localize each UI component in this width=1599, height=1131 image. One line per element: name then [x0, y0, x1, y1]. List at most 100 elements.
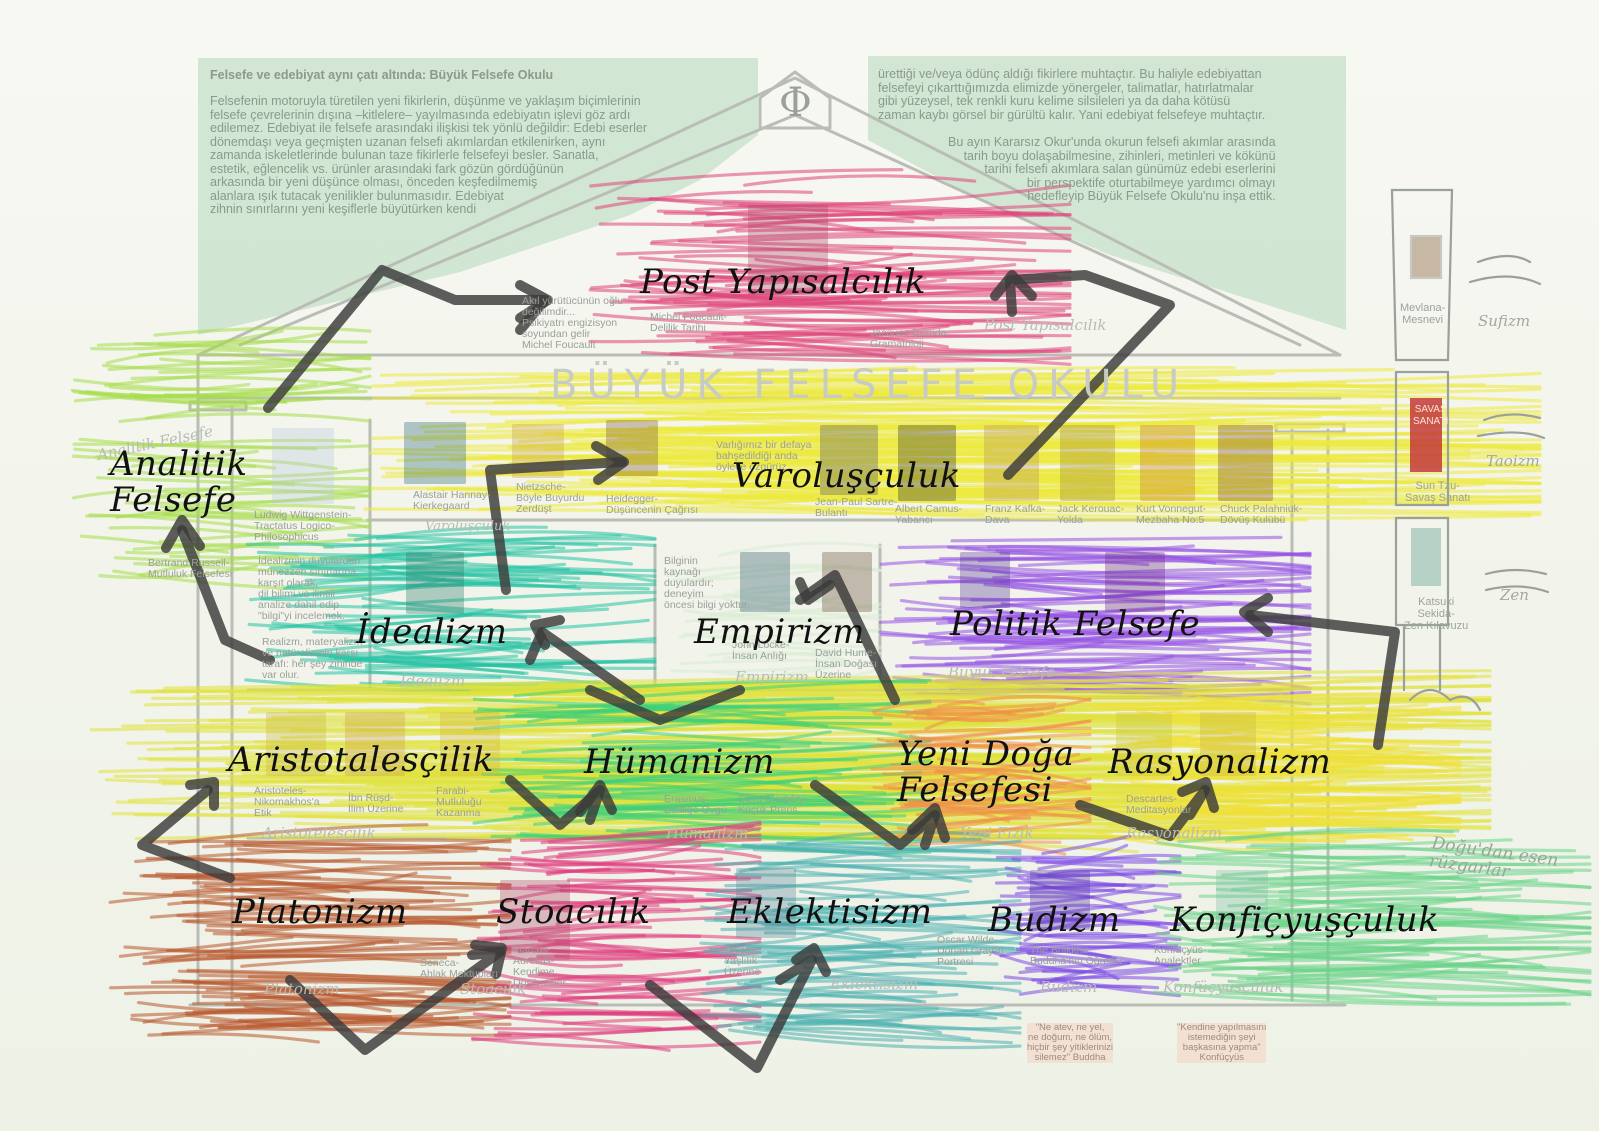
- phi-emblem: Φ: [779, 80, 812, 126]
- book-cover-7: [1060, 425, 1115, 501]
- book-cover-11: [406, 552, 464, 614]
- note-foucault: Akıl yürütücünün oğlu değilimdir... Psik…: [522, 295, 623, 351]
- label-idealizm: İdealizm: [356, 612, 508, 652]
- book-foucault: Michel Foucault- Delilik Tarihi: [650, 311, 728, 334]
- book-cover-12: [740, 552, 790, 612]
- label-analitik-felsefe: Analitik Felsefe: [110, 444, 248, 520]
- right-text-panel: [868, 56, 1346, 330]
- label-yeni-doga: Yeni Doğa Felsefesi: [897, 734, 1075, 810]
- book-kafka: Franz Kafka- Dava: [985, 503, 1046, 526]
- book-kierkegaard: Alastair Hannay- Kierkegaard: [413, 489, 491, 512]
- scribble-idealizm: [244, 525, 657, 693]
- intro-body-right: ürettiği ve/veya ödünç aldığı fikirlere …: [878, 67, 1266, 122]
- side-cover-mevlana: [1409, 234, 1443, 280]
- book-cover-9: [1218, 425, 1273, 501]
- school-scribbles: [70, 168, 1592, 1052]
- book-cover-5: [898, 425, 956, 501]
- intro-body-right-2: Bu ayın Kararsız Okur'unda okurun felsef…: [948, 135, 1276, 203]
- banner-buyuk: Büyük Felsefe: [948, 663, 1055, 681]
- head-post-loop: [990, 270, 1037, 301]
- quote-konfucyus: "Kendine yapılmasını istemediğin şeyi ba…: [1177, 1022, 1267, 1063]
- intro-title: Felsefe ve edebiyat aynı çatı altında: B…: [210, 68, 554, 82]
- book-aristoteles: Aristoteles- Nikomakhos'a Etik: [254, 785, 320, 819]
- scribble-post-yapisalcilik: [588, 168, 1072, 366]
- building-title: BÜYÜK FELSEFE OKULU: [550, 362, 1189, 408]
- book-cicero: Cicero- Yaşlılık Üzerine: [724, 944, 761, 978]
- label-rasyonalizm: Rasyonalizm: [1108, 742, 1332, 782]
- banner-post: Post Yapısalcılık: [984, 316, 1107, 334]
- book-cover-23: [1030, 870, 1090, 930]
- book-cover-21: [500, 880, 570, 960]
- side-word-sufizm: Sufizm: [1478, 312, 1531, 330]
- book-vonnegut: Kurt Vonnegut- Mezbaha No:5: [1136, 503, 1207, 526]
- banner-rasyo: Rasyonalizm: [1126, 824, 1223, 842]
- banner-humanizm: Hümanizm: [666, 824, 749, 842]
- banner-empirizm: Empirizm: [735, 668, 809, 686]
- note-realism: Realizm, materyalizm ve natüralizmin kar…: [262, 636, 363, 681]
- label-budizm: Budizm: [988, 900, 1121, 940]
- book-sartre: Jean-Paul Sartre- Bulantı: [815, 496, 898, 519]
- label-eklektisizm: Eklektisizm: [727, 892, 933, 932]
- head-eklek: [791, 943, 831, 977]
- note-existential: Varlığımız bir defaya bahşedildiği anda …: [716, 439, 812, 473]
- side-pillar-mid: [1394, 370, 1450, 507]
- book-covers: [266, 205, 1273, 960]
- banner-budizm: Budizm: [1040, 978, 1098, 996]
- book-cover-17: [345, 712, 405, 776]
- book-buddha: The Bhikkhu- Buddha'nın Öğretisi: [1030, 944, 1122, 967]
- book-descartes: Descartes- Meditasyonlar: [1126, 793, 1192, 816]
- bird: [1408, 688, 1482, 712]
- arrow-to-analitik: [177, 525, 275, 665]
- head-analitik: [161, 515, 205, 553]
- book-hume: David Hume- İnsan Doğası Üzerine: [815, 647, 877, 681]
- book-palahniuk: Chuck Palahniuk- Dövüş Kulübü: [1220, 503, 1303, 526]
- scribble-rasyonalizm: [1079, 674, 1462, 852]
- head-idealizm: [530, 615, 565, 650]
- book-nietzsche: Nietzsche- Böyle Buyurdu Zerdüşt: [516, 481, 585, 515]
- head-varolus: [591, 441, 629, 485]
- book-cover-20: [1200, 712, 1256, 776]
- influence-arrows: [137, 265, 1400, 1073]
- side-book-cover-text: SAVAŞ SANATI: [1413, 404, 1449, 427]
- book-derrida: Jacques Derrida- Gramatoloji: [870, 327, 950, 350]
- banner-platon: Platonizm: [264, 980, 340, 998]
- book-camus: Albert Camus- Yabancı: [895, 503, 963, 526]
- banner-aristo: Aristotelesçilik: [262, 824, 376, 842]
- side-pillar: [1390, 188, 1550, 712]
- label-platonizm: Platonizm: [232, 892, 408, 932]
- head-aristo: [185, 777, 219, 811]
- banner-stoa: Stoacılık: [460, 980, 527, 998]
- book-cover-18: [440, 712, 500, 776]
- head-yenidoga: [907, 803, 950, 843]
- side-book-zen: Katsuki Sekida- Zen Kılavuzu: [1404, 596, 1469, 632]
- book-cover-14: [960, 552, 1010, 608]
- book-cover-15: [1105, 552, 1165, 612]
- arrow-mid-loop: [585, 685, 745, 725]
- head-politik: [1239, 593, 1273, 637]
- banner-eklek: Eklektisizm: [830, 975, 919, 993]
- side-cover-suntzu: [1410, 398, 1442, 472]
- book-russell: Bertrand Russell- Mutluluk Felsefesi: [148, 557, 233, 580]
- banner-varolus: Varoluşçuluk: [425, 519, 511, 534]
- book-cover-8: [1140, 425, 1195, 501]
- scribble-konficyusculuk: [1152, 827, 1592, 1007]
- scribble-budizm: [991, 834, 1182, 998]
- head-post: [515, 280, 553, 323]
- book-cover-0: [404, 422, 466, 484]
- book-wittgenstein: Ludwig Wittgenstein- Tractatus Logico- P…: [254, 509, 352, 543]
- side-pillar-top: [1390, 188, 1454, 362]
- book-erasmus: Erasmus- Deliliğe Övgü: [664, 793, 727, 816]
- arrow-to-rasyo: [1075, 785, 1210, 841]
- book-cover-6: [984, 425, 1039, 501]
- banner-idealizm: İdealizm: [400, 672, 466, 690]
- scribble-eklektisizm: [699, 830, 1022, 1050]
- head-stoa: [470, 940, 507, 979]
- temple-roof: [196, 76, 1342, 357]
- arrow-to-politik: [1245, 610, 1400, 750]
- arrow-to-eklek: [645, 955, 817, 1073]
- head-empirizm: [795, 577, 835, 605]
- side-pillar-column: [1402, 623, 1442, 692]
- book-ibnrusd: İbn Rüşd- İlim Üzerine: [348, 792, 404, 815]
- side-word-taoizm: Taoizm: [1486, 452, 1540, 470]
